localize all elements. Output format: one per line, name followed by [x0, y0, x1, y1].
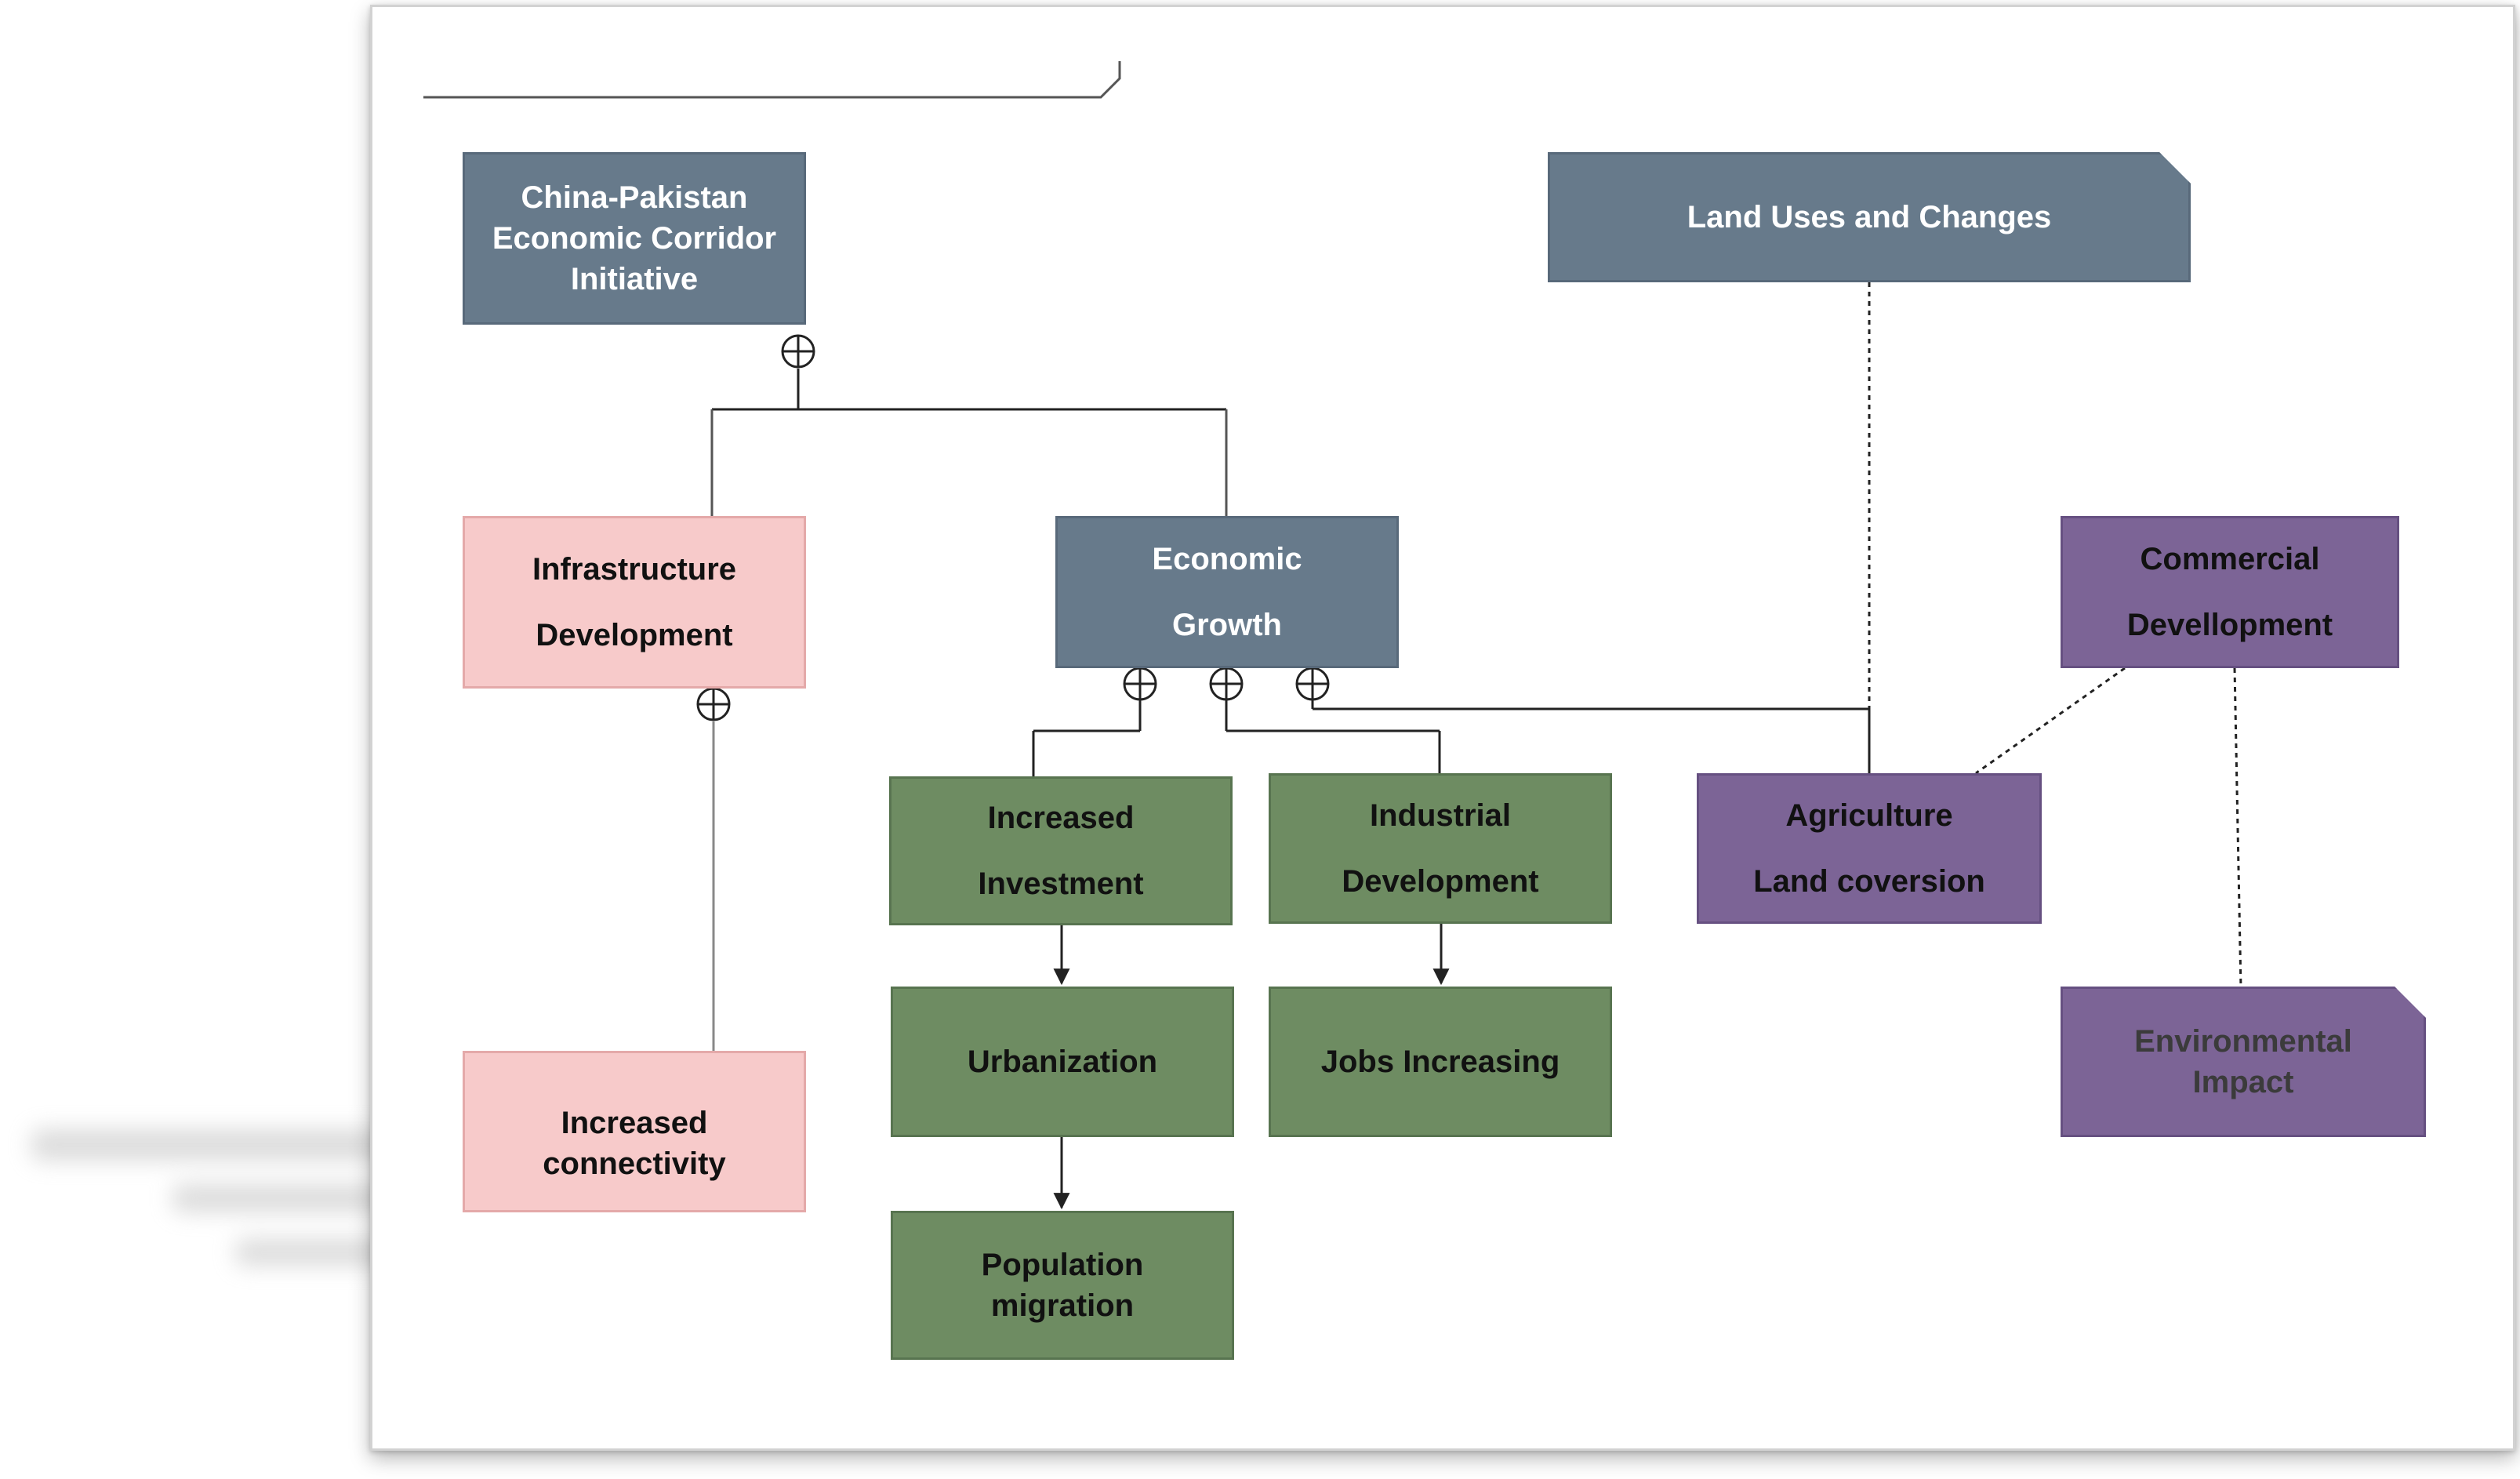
node-infrastructure: Infrastructure Development [463, 516, 806, 689]
title-underline [423, 61, 1121, 99]
node-land-uses: Land Uses and Changes [1548, 152, 2191, 282]
connector-cpec-children [710, 369, 1228, 516]
composition-circle-icon [1295, 667, 1330, 701]
node-urbanization: Urbanization [891, 987, 1234, 1137]
composition-circle-icon [781, 334, 815, 369]
composition-circle-icon [1209, 667, 1244, 701]
node-jobs-increasing: Jobs Increasing [1269, 987, 1612, 1137]
composition-circle-icon [696, 687, 731, 721]
node-population-migration: Population migration [891, 1211, 1234, 1360]
connector-economic-children [1032, 700, 1871, 776]
dotted-commercial-agriculture [1975, 667, 2126, 775]
node-economic-growth: Economic Growth [1055, 516, 1399, 668]
node-environmental-impact: Environmental Impact [2061, 987, 2426, 1137]
node-increased-connectivity: Increased connectivity [463, 1051, 806, 1212]
composition-circle-icon [1123, 667, 1157, 701]
node-increased-investment: Increased Investment [889, 776, 1233, 925]
dotted-commercial-environmental [2233, 667, 2242, 989]
node-industrial-development: Industrial Development [1269, 773, 1612, 924]
node-cpec-initiative: China-Pakistan Economic Corridor Initiat… [463, 152, 806, 325]
node-agriculture: Agriculture Land coversion [1697, 773, 2042, 924]
node-commercial-development: Commercial Devellopment [2061, 516, 2399, 668]
